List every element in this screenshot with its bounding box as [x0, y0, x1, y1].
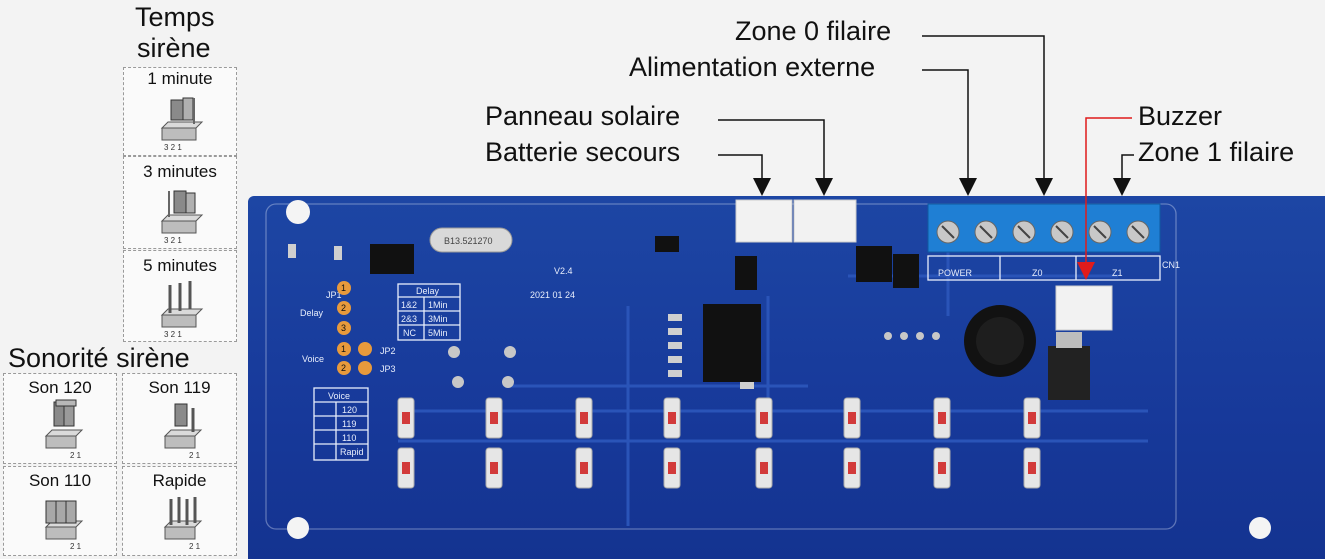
voice-table-cell: 120 — [342, 405, 357, 415]
jumper-header-icon: 3 2 1 — [124, 251, 236, 341]
leader-solar — [718, 120, 824, 178]
jp-voice-label: Voice — [302, 354, 324, 364]
jumper-option-1-minute: 1 minute 3 2 1 — [123, 67, 237, 156]
sound-option-son-120: Son 120 2 1 — [3, 373, 117, 464]
connector-cn1-label: CN1 — [1162, 260, 1180, 270]
callout-battery: Batterie secours — [485, 137, 680, 168]
jp3-label: JP3 — [380, 364, 396, 374]
arrowhead-power — [959, 178, 977, 196]
pcb-artwork: B13.521270 POWER Z0 Z1 CN1 — [248, 196, 1325, 559]
delay-table-cell: 3Min — [428, 314, 448, 324]
voice-table-header: Voice — [328, 391, 350, 401]
dual-jumper-icon: 2 1 — [4, 467, 116, 555]
pin-number: 2 — [341, 303, 346, 313]
leader-zone1 — [1122, 155, 1134, 178]
arrowhead-battery — [753, 178, 771, 196]
pin-number: 3 — [341, 323, 346, 333]
callout-power: Alimentation externe — [629, 52, 875, 83]
jp2-label: JP2 — [380, 346, 396, 356]
crystal-label: B13.521270 — [444, 236, 493, 246]
jumper-option-3-minutes: 3 minutes 3 2 1 — [123, 156, 237, 249]
svg-text:2 1: 2 1 — [189, 542, 201, 551]
svg-text:2 1: 2 1 — [189, 451, 201, 460]
callout-zone0: Zone 0 filaire — [735, 16, 891, 47]
pin-number: 1 — [341, 283, 346, 293]
voice-table-cell: 119 — [342, 419, 356, 429]
svg-text:3 2 1: 3 2 1 — [164, 330, 182, 339]
delay-table-cell: 1Min — [428, 300, 448, 310]
terminal-z0-label: Z0 — [1032, 268, 1043, 278]
delay-table-cell: NC — [403, 328, 416, 338]
dual-jumper-icon: 2 1 — [123, 467, 236, 555]
pin-number: 1 — [341, 344, 346, 354]
delay-table-cell: 2&3 — [401, 314, 417, 324]
siren-time-title-line1: Temps — [135, 2, 215, 33]
leader-zone0 — [922, 36, 1044, 178]
terminal-power-label: POWER — [938, 268, 973, 278]
jumper-header-icon: 3 2 1 — [124, 157, 236, 248]
voice-table-cell: 110 — [342, 433, 356, 443]
svg-text:2 1: 2 1 — [70, 542, 82, 551]
svg-text:2 1: 2 1 — [70, 451, 82, 460]
delay-table-cell: 5Min — [428, 328, 448, 338]
terminal-z1-label: Z1 — [1112, 268, 1123, 278]
sound-option-son-110: Son 110 2 1 — [3, 466, 117, 556]
pin-number: 2 — [341, 363, 346, 373]
arrowhead-zone0 — [1035, 178, 1053, 196]
jumper-header-icon: 3 2 1 — [124, 68, 236, 155]
dual-jumper-icon: 2 1 — [4, 374, 116, 463]
delay-table-header: Delay — [416, 286, 440, 296]
callout-buzzer: Buzzer — [1138, 101, 1222, 132]
jp-delay-label: Delay — [300, 308, 324, 318]
dual-jumper-icon: 2 1 — [123, 374, 236, 463]
arrowhead-solar — [815, 178, 833, 196]
siren-sound-title: Sonorité sirène — [8, 343, 190, 374]
sound-option-rapide: Rapide 2 1 — [122, 466, 237, 556]
jumper-option-5-minutes: 5 minutes 3 2 1 — [123, 250, 237, 342]
pcb-board: B13.521270 POWER Z0 Z1 CN1 — [248, 196, 1325, 559]
arrowhead-zone1 — [1113, 178, 1131, 196]
leader-power — [922, 70, 968, 178]
svg-text:3 2 1: 3 2 1 — [164, 143, 182, 152]
callout-solar: Panneau solaire — [485, 101, 680, 132]
board-version: V2.4 — [554, 266, 573, 276]
callout-zone1: Zone 1 filaire — [1138, 137, 1294, 168]
svg-text:3 2 1: 3 2 1 — [164, 236, 182, 245]
siren-time-title-line2: sirène — [137, 33, 211, 64]
delay-table-cell: 1&2 — [401, 300, 417, 310]
leader-battery — [718, 155, 762, 178]
voice-table-cell: Rapid — [340, 447, 364, 457]
board-date: 2021 01 24 — [530, 290, 575, 300]
sound-option-son-119: Son 119 2 1 — [122, 373, 237, 464]
